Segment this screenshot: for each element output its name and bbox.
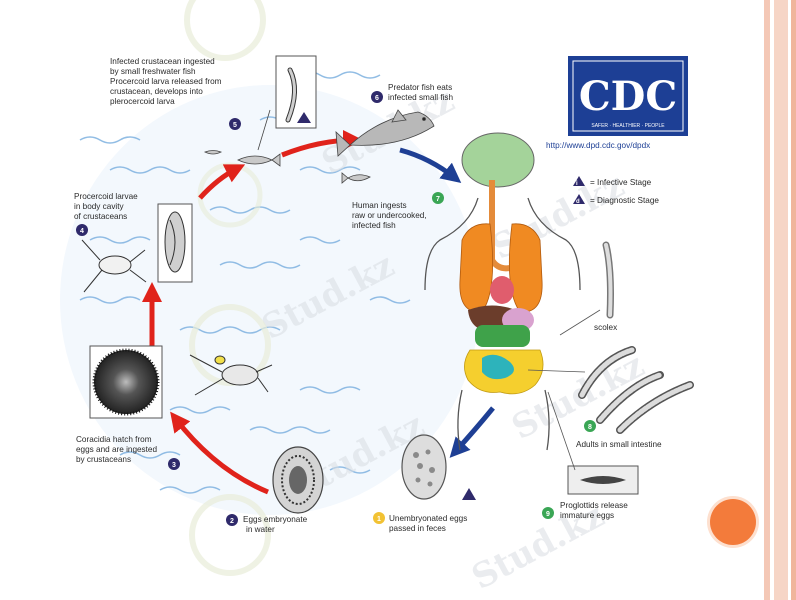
- stage-number: 8: [588, 424, 592, 431]
- cdc-tagline: SAFER · HEALTHIER · PEOPLE: [591, 123, 665, 129]
- stage-2-label-line: in water: [246, 525, 275, 534]
- stage-5-label-line: Procercoid larva released from: [110, 77, 222, 86]
- scolex-label: scolex: [594, 323, 617, 332]
- organ-icon: [475, 325, 530, 347]
- watermark-logo-icon: [184, 0, 266, 61]
- infective-stage-icon: [297, 112, 311, 123]
- stage-7-label-line: infected fish: [352, 221, 396, 230]
- stage-5-plerocercoid: Infected crustacean ingested by small fr…: [110, 55, 317, 167]
- stage-badge: [168, 458, 180, 470]
- stage-4-label-line: of crustaceans: [74, 212, 127, 221]
- stage-8-label-line: Adults in small intestine: [576, 440, 662, 449]
- stage-badge: [76, 224, 88, 236]
- stage-number: 2: [230, 518, 234, 525]
- scolex-illustration: scolex: [559, 241, 617, 336]
- stage-5-label-line: crustacean, develops into: [110, 87, 203, 96]
- diagnostic-stage-icon: [462, 488, 476, 500]
- brain-icon: [461, 132, 535, 188]
- stage-7-label-line: raw or undercooked,: [352, 211, 427, 220]
- stage-9-label-line: Proglottids release: [560, 501, 628, 510]
- stage-1-label-line: Unembryonated eggs: [389, 514, 467, 523]
- infective-stage-icon: [573, 176, 585, 186]
- stage-7-label-line: Human ingests: [352, 201, 407, 210]
- stage-3-label-line: Coracidia hatch from: [76, 435, 152, 444]
- lung-right-icon: [508, 223, 543, 313]
- stage-8-adult-worms: 8 Adults in small intestine: [527, 346, 694, 449]
- stage-badge: [373, 512, 385, 524]
- human-arrows: [399, 147, 495, 458]
- stage-3-coracidium: Coracidia hatch from eggs and are ingest…: [76, 345, 180, 470]
- stage-7-human: 7 Human ingests raw or undercooked, infe…: [352, 132, 581, 451]
- heart-icon: [490, 276, 514, 304]
- stage-4-procercoid: Procercoid larvae in body cavity of crus…: [74, 192, 193, 293]
- stage-number: 5: [233, 122, 237, 129]
- diagnostic-stage-icon: [573, 194, 585, 204]
- arrow-4-to-5: [198, 164, 246, 200]
- stage-2-label-line: Eggs embryonate: [243, 515, 308, 524]
- watermark-logo-icon: [189, 494, 271, 576]
- stage-legend: i = Infective Stage d = Diagnostic Stage: [573, 176, 659, 205]
- stage-6-label-line: infected small fish: [388, 93, 454, 102]
- stage-badge: [371, 91, 383, 103]
- stage-number: 6: [375, 95, 379, 102]
- stage-4-label-line: Procercoid larvae: [74, 192, 138, 201]
- arrow-5-to-6: [281, 130, 363, 158]
- stage-9-proglottids: 9 Proglottids release immature eggs: [542, 391, 639, 520]
- legend-infective: = Infective Stage: [590, 178, 652, 187]
- stage-badge: [542, 507, 554, 519]
- stage-3-label-line: by crustaceans: [76, 455, 131, 464]
- svg-text:d: d: [576, 199, 580, 205]
- arrow-6-to-7: [399, 147, 462, 183]
- stage-badge: [229, 118, 241, 130]
- legend-diagnostic: = Diagnostic Stage: [590, 196, 659, 205]
- stage-number: 4: [80, 228, 84, 235]
- stage-number: 3: [172, 462, 176, 469]
- small-fish-icon: [341, 172, 371, 184]
- lung-left-icon: [459, 223, 494, 313]
- arrow-2-to-3: [170, 411, 269, 495]
- stage-number: 1: [377, 516, 381, 523]
- stage-5-label-line: Infected crustacean ingested: [110, 57, 215, 66]
- stage-number: 9: [546, 511, 550, 518]
- stage-badge: [226, 514, 238, 526]
- cdc-logo: CDC SAFER · HEALTHIER · PEOPLE: [568, 56, 688, 136]
- stage-9-label-line: immature eggs: [560, 511, 614, 520]
- svg-text:i: i: [576, 181, 578, 187]
- stage-badge: [432, 192, 444, 204]
- small-fish-icon: [203, 150, 281, 167]
- stage-5-label-line: by small freshwater fish: [110, 67, 196, 76]
- cycle-arrows: [142, 130, 363, 495]
- stage-4-label-line: in body cavity: [74, 202, 125, 211]
- arrow-8-to-1: [449, 406, 495, 458]
- stage-5-label-line: plerocercoid larva: [110, 97, 175, 106]
- stage-6-label-line: Predator fish eats: [388, 83, 452, 92]
- cdc-logo-text: CDC: [579, 73, 677, 120]
- human-body-outline: [424, 197, 581, 451]
- small-intestine-icon: [482, 354, 514, 380]
- stage-badge: [584, 420, 596, 432]
- slide-right-border: [764, 0, 796, 600]
- stage-2-egg: 2 Eggs embryonate in water: [226, 446, 324, 534]
- stage-3-label-line: eggs and are ingested: [76, 445, 157, 454]
- stage-1-egg: 1 Unembryonated eggs passed in feces: [373, 434, 476, 533]
- predator-fish-icon: [335, 109, 435, 157]
- accent-dot: [710, 499, 756, 545]
- stage-1-label-line: passed in feces: [389, 524, 446, 533]
- cdc-url: http://www.dpd.cdc.gov/dpdx: [546, 141, 650, 150]
- stage-6-predator-fish: 6 Predator fish eats infected small fish: [335, 83, 454, 184]
- copepod-icon: [189, 354, 273, 396]
- stage-number: 7: [436, 196, 440, 203]
